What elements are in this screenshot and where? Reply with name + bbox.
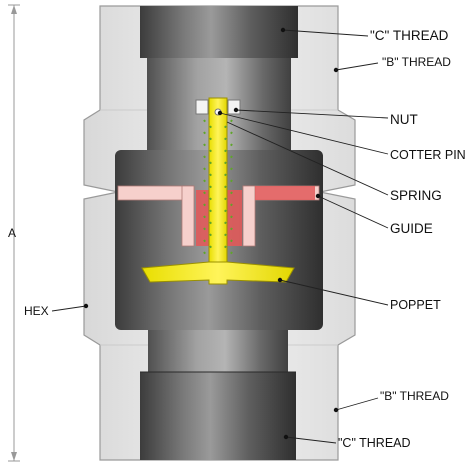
dimension-a-line: [8, 4, 20, 462]
label-nut: NUT: [390, 112, 418, 127]
spring: [203, 119, 233, 256]
label-c-thread-top: "C" THREAD: [370, 28, 449, 43]
label-poppet: POPPET: [390, 298, 441, 312]
guide: [117, 185, 320, 247]
bottom-pipe: [140, 372, 296, 460]
leader-dots: [83, 27, 339, 440]
bottom-neck: [148, 330, 288, 372]
label-b-thread-top: "B" THREAD: [382, 55, 451, 69]
top-pipe-upper: [140, 6, 298, 58]
leader-lines: [51, 29, 389, 444]
label-spring: SPRING: [390, 188, 442, 203]
label-b-thread-bottom: "B" THREAD: [380, 389, 449, 403]
label-cotter-pin: COTTER PIN: [390, 148, 466, 162]
dimension-a-label: A: [8, 226, 16, 240]
label-guide: GUIDE: [390, 221, 433, 236]
label-c-thread-bottom: "C" THREAD: [338, 436, 411, 450]
label-hex: HEX: [24, 304, 49, 318]
